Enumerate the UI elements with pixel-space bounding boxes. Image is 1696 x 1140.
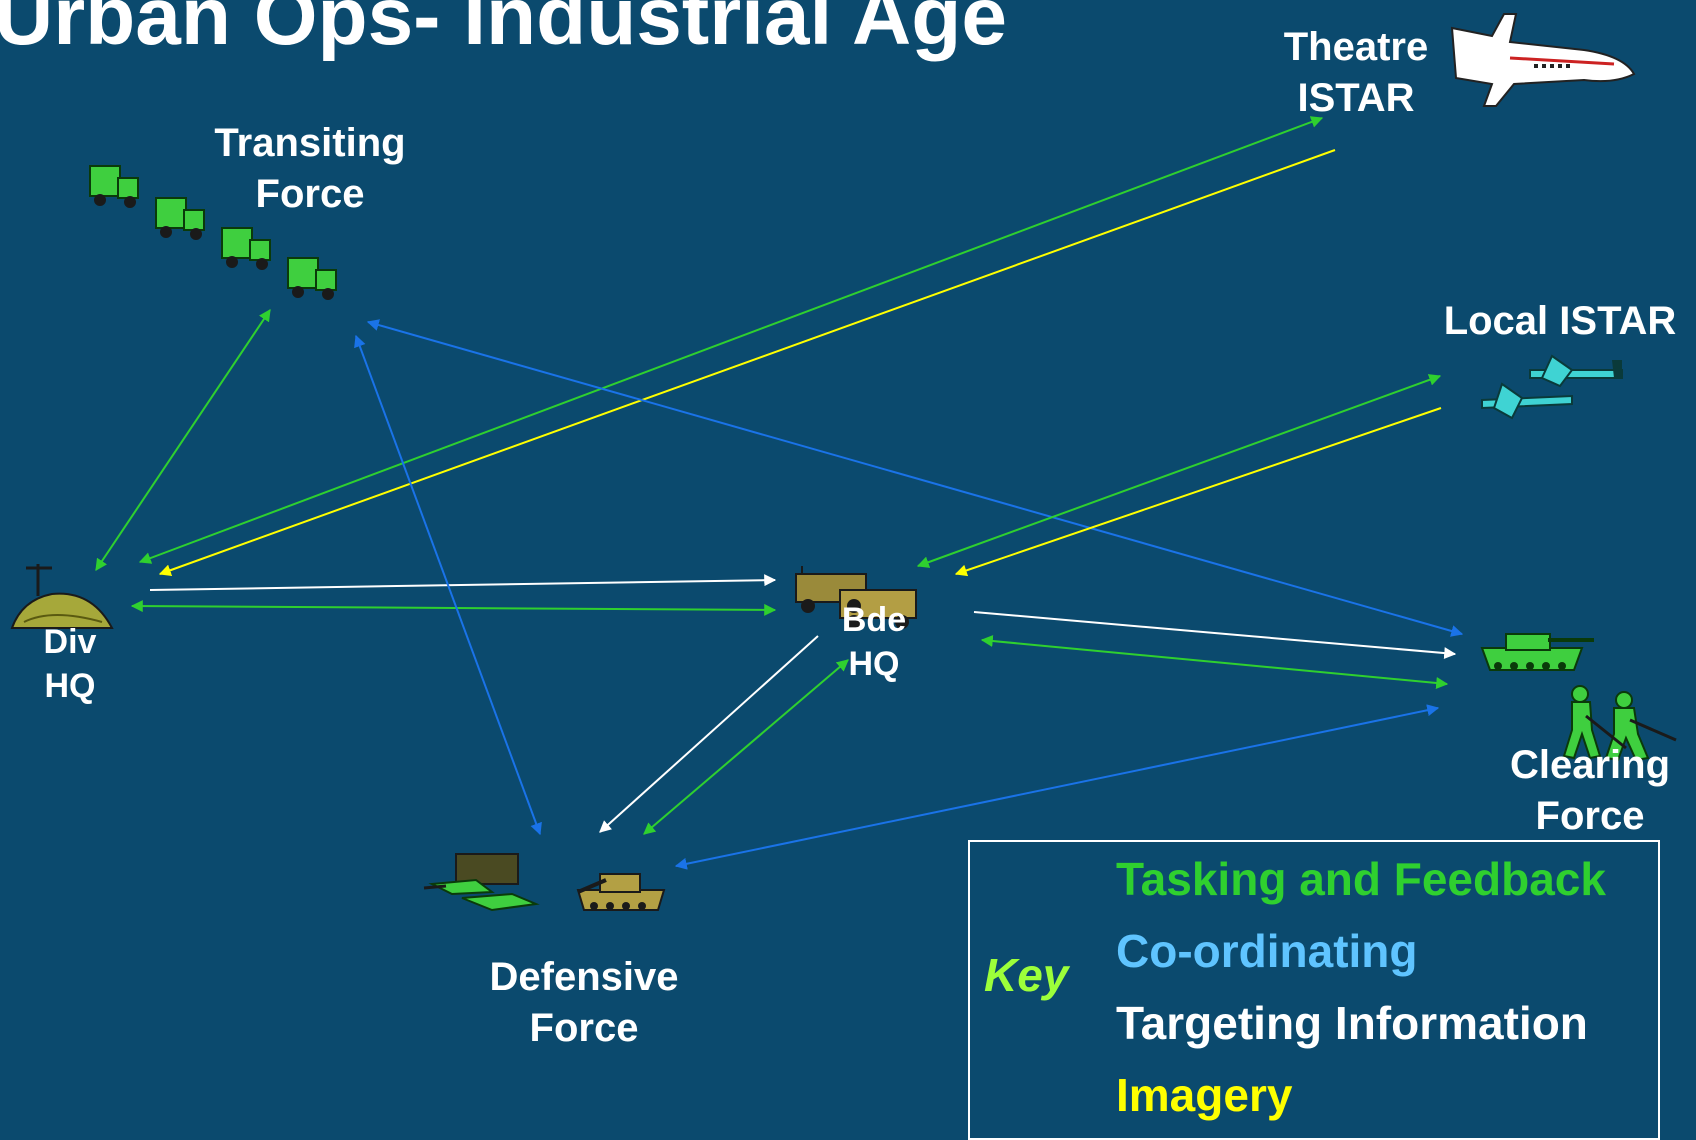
bde-hq-label: Bde HQ — [822, 598, 926, 686]
tasking-arrow-bde-defensive — [643, 659, 849, 835]
div-hq-label: Div HQ — [20, 620, 120, 708]
command-bunker-icon — [10, 564, 114, 629]
coordinating-arrow-defensive-clearing — [674, 704, 1440, 870]
jet-aircraft-icon — [1450, 13, 1636, 107]
tasking-arrow-bde-local — [916, 374, 1442, 568]
clearing-force-line1: Clearing — [1509, 743, 1671, 787]
bde-hq-line1: Bde — [841, 601, 907, 639]
imagery-arrow-local-bde — [954, 407, 1442, 577]
local-istar-line1: Local ISTAR — [1443, 299, 1677, 343]
theatre-istar-label: Theatre ISTAR — [1256, 22, 1456, 124]
defensive-force-label: Defensive Force — [464, 952, 704, 1054]
targeting-arrow-bde-defensive — [599, 635, 819, 833]
defensive-force-line2: Force — [529, 1006, 639, 1051]
connectors — [95, 116, 1464, 870]
truck-convoy-icon — [89, 165, 337, 300]
tasking-arrow-div-transiting — [95, 309, 271, 571]
legend-item-targeting: Targeting Information — [1116, 997, 1588, 1049]
targeting-arrow-div-bde — [149, 574, 777, 591]
theatre-istar-line1: Theatre — [1283, 25, 1429, 69]
slide-title: Urban Ops- Industrial Age — [0, 0, 1007, 62]
clearing-force-line2: Force — [1535, 794, 1645, 839]
command-vehicles-icon — [795, 566, 917, 629]
theatre-istar-line2: ISTAR — [1297, 76, 1415, 121]
legend-item-coordinating: Co-ordinating — [1116, 925, 1418, 977]
clearing-force-label: Clearing Force — [1480, 740, 1696, 842]
vehicles-and-soldiers-icon — [423, 853, 666, 912]
tasking-arrow-div-bde — [130, 600, 777, 616]
transiting-force-label: Transiting Force — [190, 118, 430, 220]
legend-title: Key — [984, 949, 1069, 1001]
tasking-arrow-bde-clearing — [980, 635, 1449, 689]
bde-hq-line2: HQ — [848, 645, 900, 684]
coordinating-arrow-transiting-clearing — [366, 319, 1464, 637]
coordinating-arrow-transiting-defensive — [354, 334, 542, 836]
transiting-force-line2: Force — [255, 172, 365, 217]
defensive-force-line1: Defensive — [489, 955, 679, 999]
tank-and-infantry-icon — [1480, 633, 1677, 762]
legend-item-imagery: Imagery — [1116, 1069, 1293, 1121]
div-hq-line1: Div — [43, 623, 97, 661]
transiting-force-line1: Transiting — [214, 121, 406, 165]
legend-item-tasking: Tasking and Feedback — [1116, 853, 1606, 905]
targeting-arrow-bde-clearing — [973, 611, 1457, 660]
uav-icon — [1481, 354, 1623, 420]
local-istar-label: Local ISTAR — [1420, 296, 1696, 347]
div-hq-line2: HQ — [44, 667, 96, 706]
